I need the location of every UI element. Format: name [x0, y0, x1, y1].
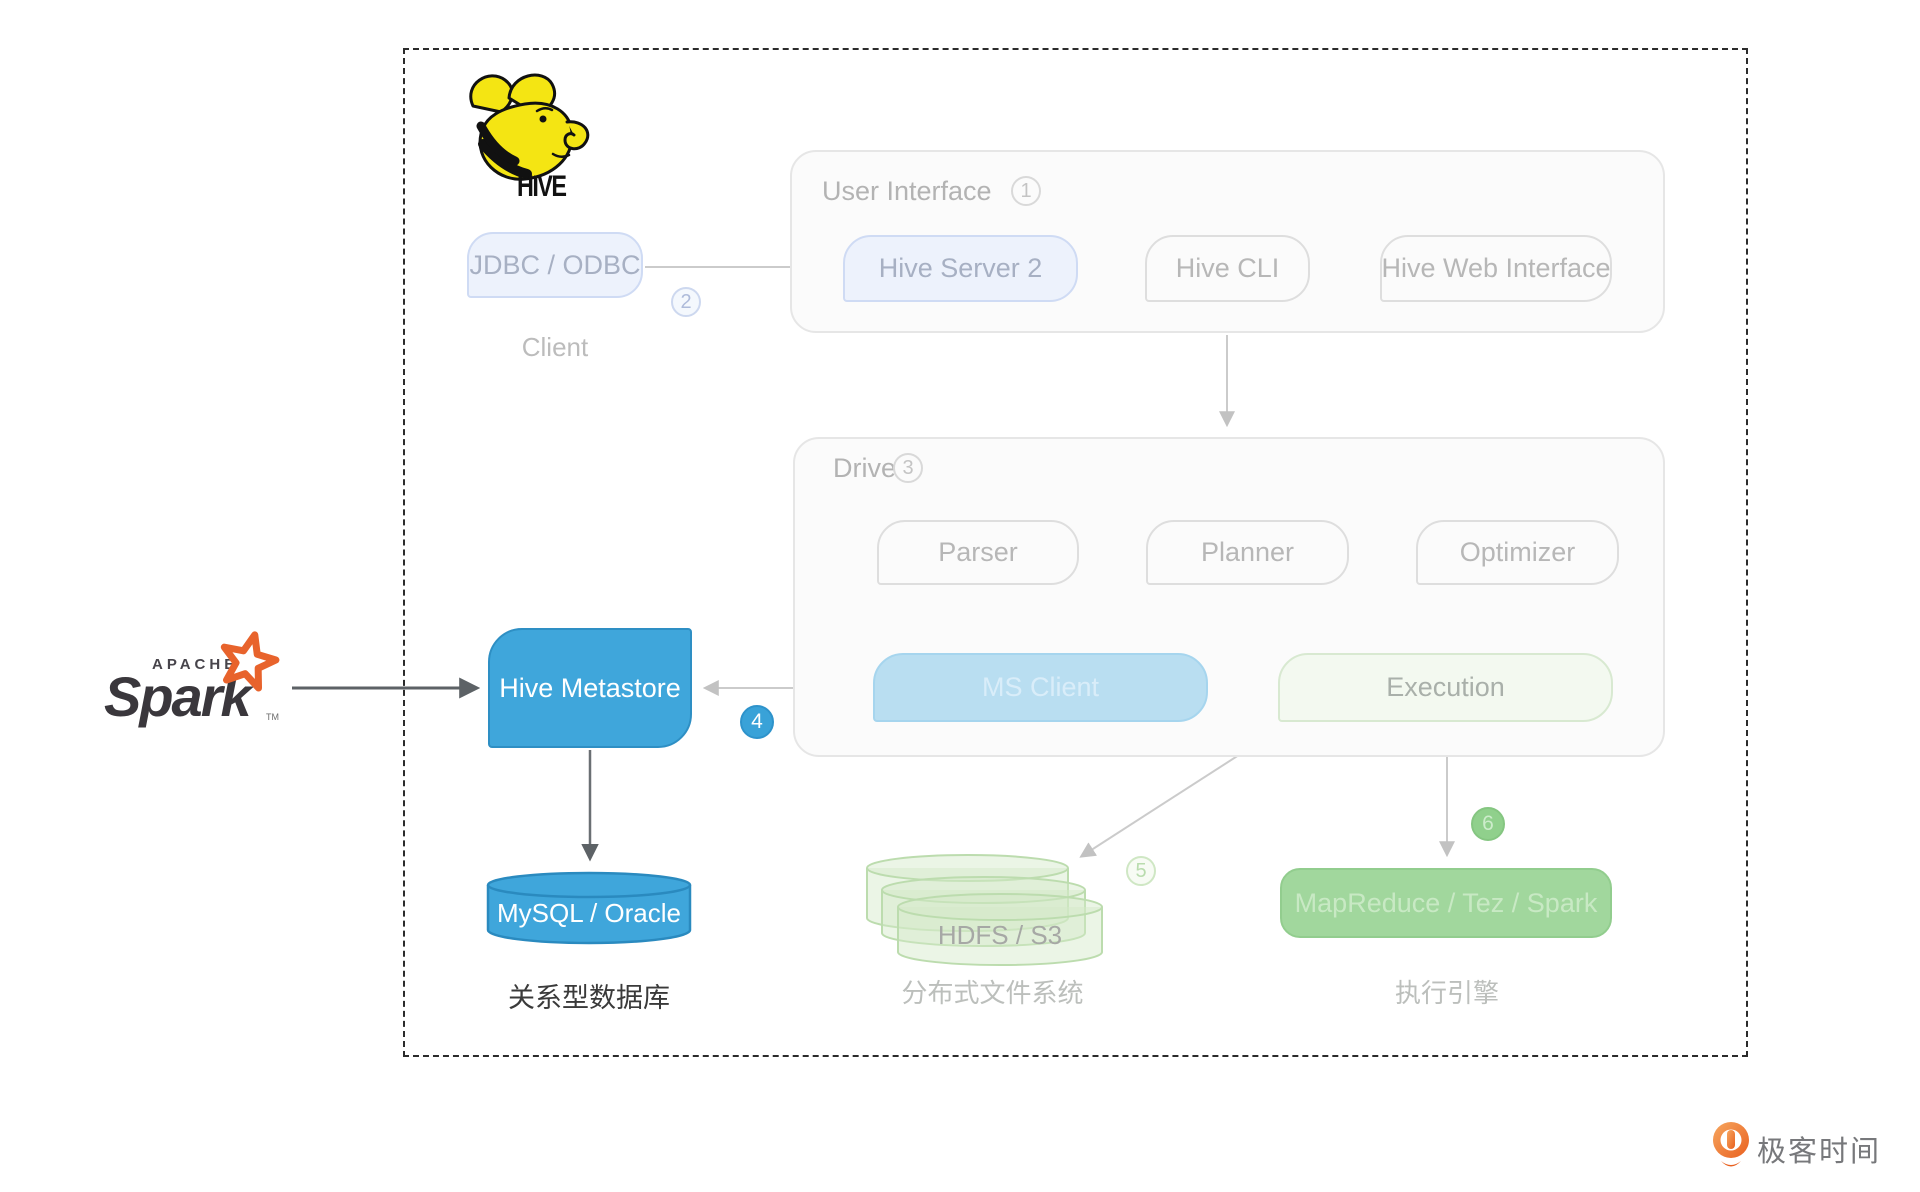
step-badge-5: 5 — [1126, 856, 1156, 886]
execution-box: Execution — [1278, 653, 1613, 722]
dfs-caption: 分布式文件系统 — [901, 978, 1084, 1008]
relational-db-caption: 关系型数据库 — [508, 983, 670, 1013]
mysql-oracle-label: MySQL / Oracle — [497, 898, 681, 928]
hdfs-cylinders — [866, 854, 1103, 966]
ms-client-box: MS Client — [873, 653, 1208, 722]
step-badge-3: 3 — [893, 453, 923, 483]
mysql-cylinder — [486, 871, 692, 945]
jdbc-odbc-box: JDBC / ODBC — [467, 232, 643, 298]
step-badge-4: 4 — [740, 705, 774, 739]
geektime-brand-label: 极客时间 — [1757, 1136, 1882, 1168]
hive-metastore-box: Hive Metastore — [488, 628, 692, 748]
client-caption: Client — [521, 332, 589, 362]
optimizer-box: Optimizer — [1416, 520, 1619, 585]
hive-logo-wordmark: HIVE — [517, 170, 567, 203]
hive-server-2-box: Hive Server 2 — [843, 235, 1078, 302]
hive-web-interface-box: Hive Web Interface — [1380, 235, 1612, 302]
spark-star-icon — [220, 631, 280, 692]
diagram-border — [403, 48, 1748, 1057]
geektime-icon — [1713, 1122, 1749, 1167]
step-badge-2: 2 — [671, 287, 701, 317]
step-badge-6: 6 — [1471, 807, 1505, 841]
user-interface-title: User Interface — [822, 176, 992, 206]
mapreduce-tez-spark-box: MapReduce / Tez / Spark — [1280, 868, 1612, 938]
hdfs-s3-label: HDFS / S3 — [937, 920, 1063, 950]
spark-apache-label: APACHE — [152, 656, 239, 673]
parser-box: Parser — [877, 520, 1079, 585]
planner-box: Planner — [1146, 520, 1349, 585]
engine-caption: 执行引擎 — [1394, 978, 1499, 1008]
spark-tm-label: TM — [266, 712, 279, 722]
step-badge-1: 1 — [1011, 176, 1041, 206]
hive-cli-box: Hive CLI — [1145, 235, 1310, 302]
hive-logo-icon — [469, 73, 590, 181]
